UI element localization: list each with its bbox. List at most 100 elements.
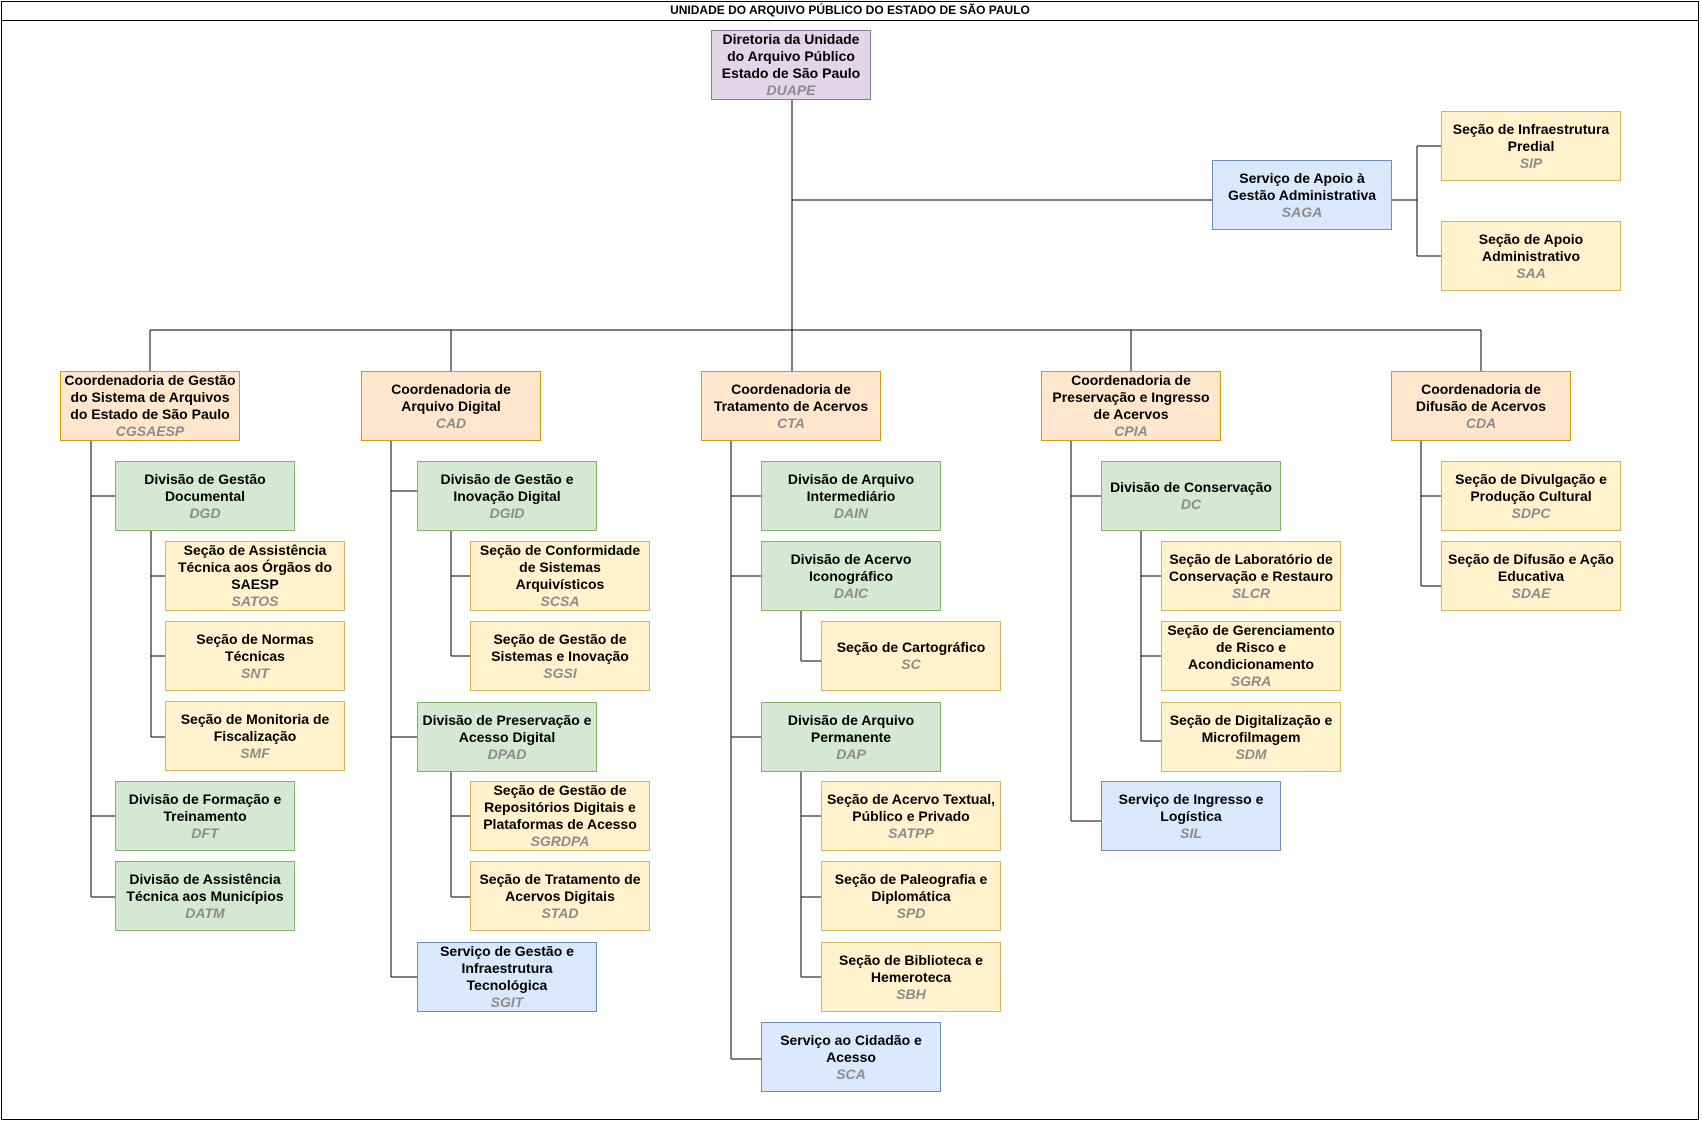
unit-abbreviation: SDAE — [1511, 584, 1551, 601]
unit-abbreviation: DUAPE — [766, 82, 816, 98]
connector-dpad-tree — [450, 772, 470, 898]
unit-dain[interactable]: Divisão de Arquivo Intermediário DAIN — [761, 461, 941, 531]
unit-name: Divisão de Arquivo Intermediário — [787, 470, 915, 504]
unit-abbreviation: SAA — [1516, 264, 1546, 281]
unit-abbreviation: CTA — [777, 414, 805, 431]
unit-name: Serviço de Ingresso e Logística — [1118, 790, 1264, 824]
unit-satos[interactable]: Seção de Assistência Técnica aos Órgãos … — [165, 541, 345, 611]
unit-abbreviation: SIP — [1519, 154, 1543, 171]
connector-dc-tree — [1140, 531, 1161, 742]
unit-datm[interactable]: Divisão de Assistência Técnica aos Munic… — [115, 861, 295, 931]
connector-cad-tree — [390, 441, 417, 978]
unit-abbreviation: SNT — [241, 664, 269, 681]
unit-abbreviation: STAD — [541, 904, 579, 921]
unit-name: Seção de Laboratório de Conservação e Re… — [1168, 550, 1334, 584]
unit-abbreviation: SMF — [240, 744, 270, 761]
unit-sdpc[interactable]: Seção de Divulgação e Produção Cultural … — [1441, 461, 1621, 531]
unit-abbreviation: SIL — [1180, 824, 1202, 841]
unit-name: Divisão de Assistência Técnica aos Munic… — [126, 870, 284, 904]
unit-abbreviation: SGRA — [1230, 673, 1272, 689]
unit-name: Seção de Apoio Administrativo — [1478, 230, 1584, 264]
unit-name: Serviço de Gestão e Infraestrutura Tecno… — [440, 943, 574, 993]
connector-dap-tree — [800, 772, 821, 978]
unit-name: Seção de Difusão e Ação Educativa — [1448, 550, 1614, 584]
unit-sdae[interactable]: Seção de Difusão e Ação Educativa SDAE — [1441, 541, 1621, 611]
unit-daic[interactable]: Divisão de Acervo Iconográfico DAIC — [761, 541, 941, 611]
unit-smf[interactable]: Seção de Monitoria de Fiscalização SMF — [165, 701, 345, 771]
connector-bus-drops — [149, 330, 1482, 371]
connector-dgd-tree — [150, 531, 165, 738]
unit-name: Seção de Gestão de Repositórios Digitais… — [483, 782, 637, 832]
unit-abbreviation: DAIC — [833, 584, 869, 601]
unit-sip[interactable]: Seção de Infraestrutura Predial SIP — [1441, 111, 1621, 181]
unit-name: Seção de Tratamento de Acervos Digitais — [479, 870, 641, 904]
unit-abbreviation: CGSAESP — [115, 423, 185, 439]
unit-abbreviation: SDM — [1235, 745, 1267, 762]
unit-abbreviation: CAD — [435, 414, 467, 431]
unit-abbreviation: SATOS — [231, 593, 279, 609]
unit-abbreviation: SCA — [836, 1065, 866, 1082]
unit-sgrdpa[interactable]: Seção de Gestão de Repositórios Digitais… — [470, 781, 650, 851]
unit-abbreviation: SCSA — [540, 593, 580, 609]
unit-cda[interactable]: Coordenadoria de Difusão de Acervos CDA — [1391, 371, 1571, 441]
unit-snt[interactable]: Seção de Normas Técnicas SNT — [165, 621, 345, 691]
unit-cad[interactable]: Coordenadoria de Arquivo Digital CAD — [361, 371, 541, 441]
unit-dpad[interactable]: Divisão de Preservação e Acesso Digital … — [417, 702, 597, 772]
unit-saga[interactable]: Serviço de Apoio à Gestão Administrativa… — [1212, 160, 1392, 230]
unit-dgd[interactable]: Divisão de Gestão Documental DGD — [115, 461, 295, 531]
unit-name: Coordenadoria de Tratamento de Acervos — [713, 380, 869, 414]
unit-abbreviation: CPIA — [1114, 423, 1148, 439]
unit-name: Seção de Divulgação e Produção Cultural — [1455, 470, 1607, 504]
unit-abbreviation: SGSI — [543, 664, 577, 681]
unit-sil[interactable]: Serviço de Ingresso e Logística SIL — [1101, 781, 1281, 851]
unit-name: Seção de Paleografia e Diplomática — [834, 870, 988, 904]
unit-name: Divisão de Arquivo Permanente — [787, 711, 915, 745]
unit-abbreviation: SGRDPA — [530, 833, 590, 849]
unit-name: Diretoria da Unidade do Arquivo Público … — [721, 31, 861, 81]
unit-saa[interactable]: Seção de Apoio Administrativo SAA — [1441, 221, 1621, 291]
unit-sgsi[interactable]: Seção de Gestão de Sistemas e Inovação S… — [470, 621, 650, 691]
unit-name: Serviço ao Cidadão e Acesso — [780, 1031, 922, 1065]
diagram-title: UNIDADE DO ARQUIVO PÚBLICO DO ESTADO DE … — [1, 1, 1699, 21]
unit-cpia[interactable]: Coordenadoria de Preservação e Ingresso … — [1041, 371, 1221, 441]
unit-slcr[interactable]: Seção de Laboratório de Conservação e Re… — [1161, 541, 1341, 611]
unit-name: Seção de Monitoria de Fiscalização — [180, 710, 330, 744]
unit-sca[interactable]: Serviço ao Cidadão e Acesso SCA — [761, 1022, 941, 1092]
unit-sc[interactable]: Seção de Cartográfico SC — [821, 621, 1001, 691]
unit-name: Seção de Digitalização e Microfilmagem — [1169, 711, 1333, 745]
unit-cta[interactable]: Coordenadoria de Tratamento de Acervos C… — [701, 371, 881, 441]
unit-scsa[interactable]: Seção de Conformidade de Sistemas Arquiv… — [470, 541, 650, 611]
unit-name: Coordenadoria de Preservação e Ingresso … — [1052, 372, 1210, 422]
unit-name: Divisão de Formação e Treinamento — [128, 790, 282, 824]
unit-abbreviation: SC — [901, 656, 921, 672]
unit-abbreviation: SLCR — [1231, 584, 1271, 601]
unit-abbreviation: DPAD — [487, 745, 527, 762]
unit-stad[interactable]: Seção de Tratamento de Acervos Digitais … — [470, 861, 650, 931]
unit-name: Seção de Gestão de Sistemas e Inovação — [491, 630, 629, 664]
unit-abbreviation: DATM — [185, 904, 225, 921]
unit-dft[interactable]: Divisão de Formação e Treinamento DFT — [115, 781, 295, 851]
connector-dgid-tree — [450, 531, 470, 657]
unit-sdm[interactable]: Seção de Digitalização e Microfilmagem S… — [1161, 702, 1341, 772]
unit-sgra[interactable]: Seção de Gerenciamento de Risco e Acondi… — [1161, 621, 1341, 691]
unit-spd[interactable]: Seção de Paleografia e Diplomática SPD — [821, 861, 1001, 931]
unit-sgit[interactable]: Serviço de Gestão e Infraestrutura Tecno… — [417, 942, 597, 1012]
unit-sbh[interactable]: Seção de Biblioteca e Hemeroteca SBH — [821, 942, 1001, 1012]
unit-duape[interactable]: Diretoria da Unidade do Arquivo Público … — [711, 30, 871, 100]
unit-cgsaesp[interactable]: Coordenadoria de Gestão do Sistema de Ar… — [60, 371, 240, 441]
unit-dc[interactable]: Divisão de Conservação DC — [1101, 461, 1281, 531]
unit-name: Seção de Acervo Textual, Público e Priva… — [826, 790, 996, 824]
unit-abbreviation: SDPC — [1511, 504, 1551, 521]
unit-name: Seção de Infraestrutura Predial — [1452, 120, 1610, 154]
unit-dgid[interactable]: Divisão de Gestão e Inovação Digital DGI… — [417, 461, 597, 531]
unit-abbreviation: DGID — [489, 504, 525, 521]
unit-name: Divisão de Gestão e Inovação Digital — [440, 470, 574, 504]
unit-abbreviation: CDA — [1465, 414, 1497, 431]
unit-satpp[interactable]: Seção de Acervo Textual, Público e Priva… — [821, 781, 1001, 851]
unit-dap[interactable]: Divisão de Arquivo Permanente DAP — [761, 702, 941, 772]
unit-name: Coordenadoria de Difusão de Acervos — [1415, 380, 1547, 414]
unit-name: Seção de Gerenciamento de Risco e Acondi… — [1167, 622, 1335, 672]
unit-name: Coordenadoria de Arquivo Digital — [391, 380, 511, 414]
